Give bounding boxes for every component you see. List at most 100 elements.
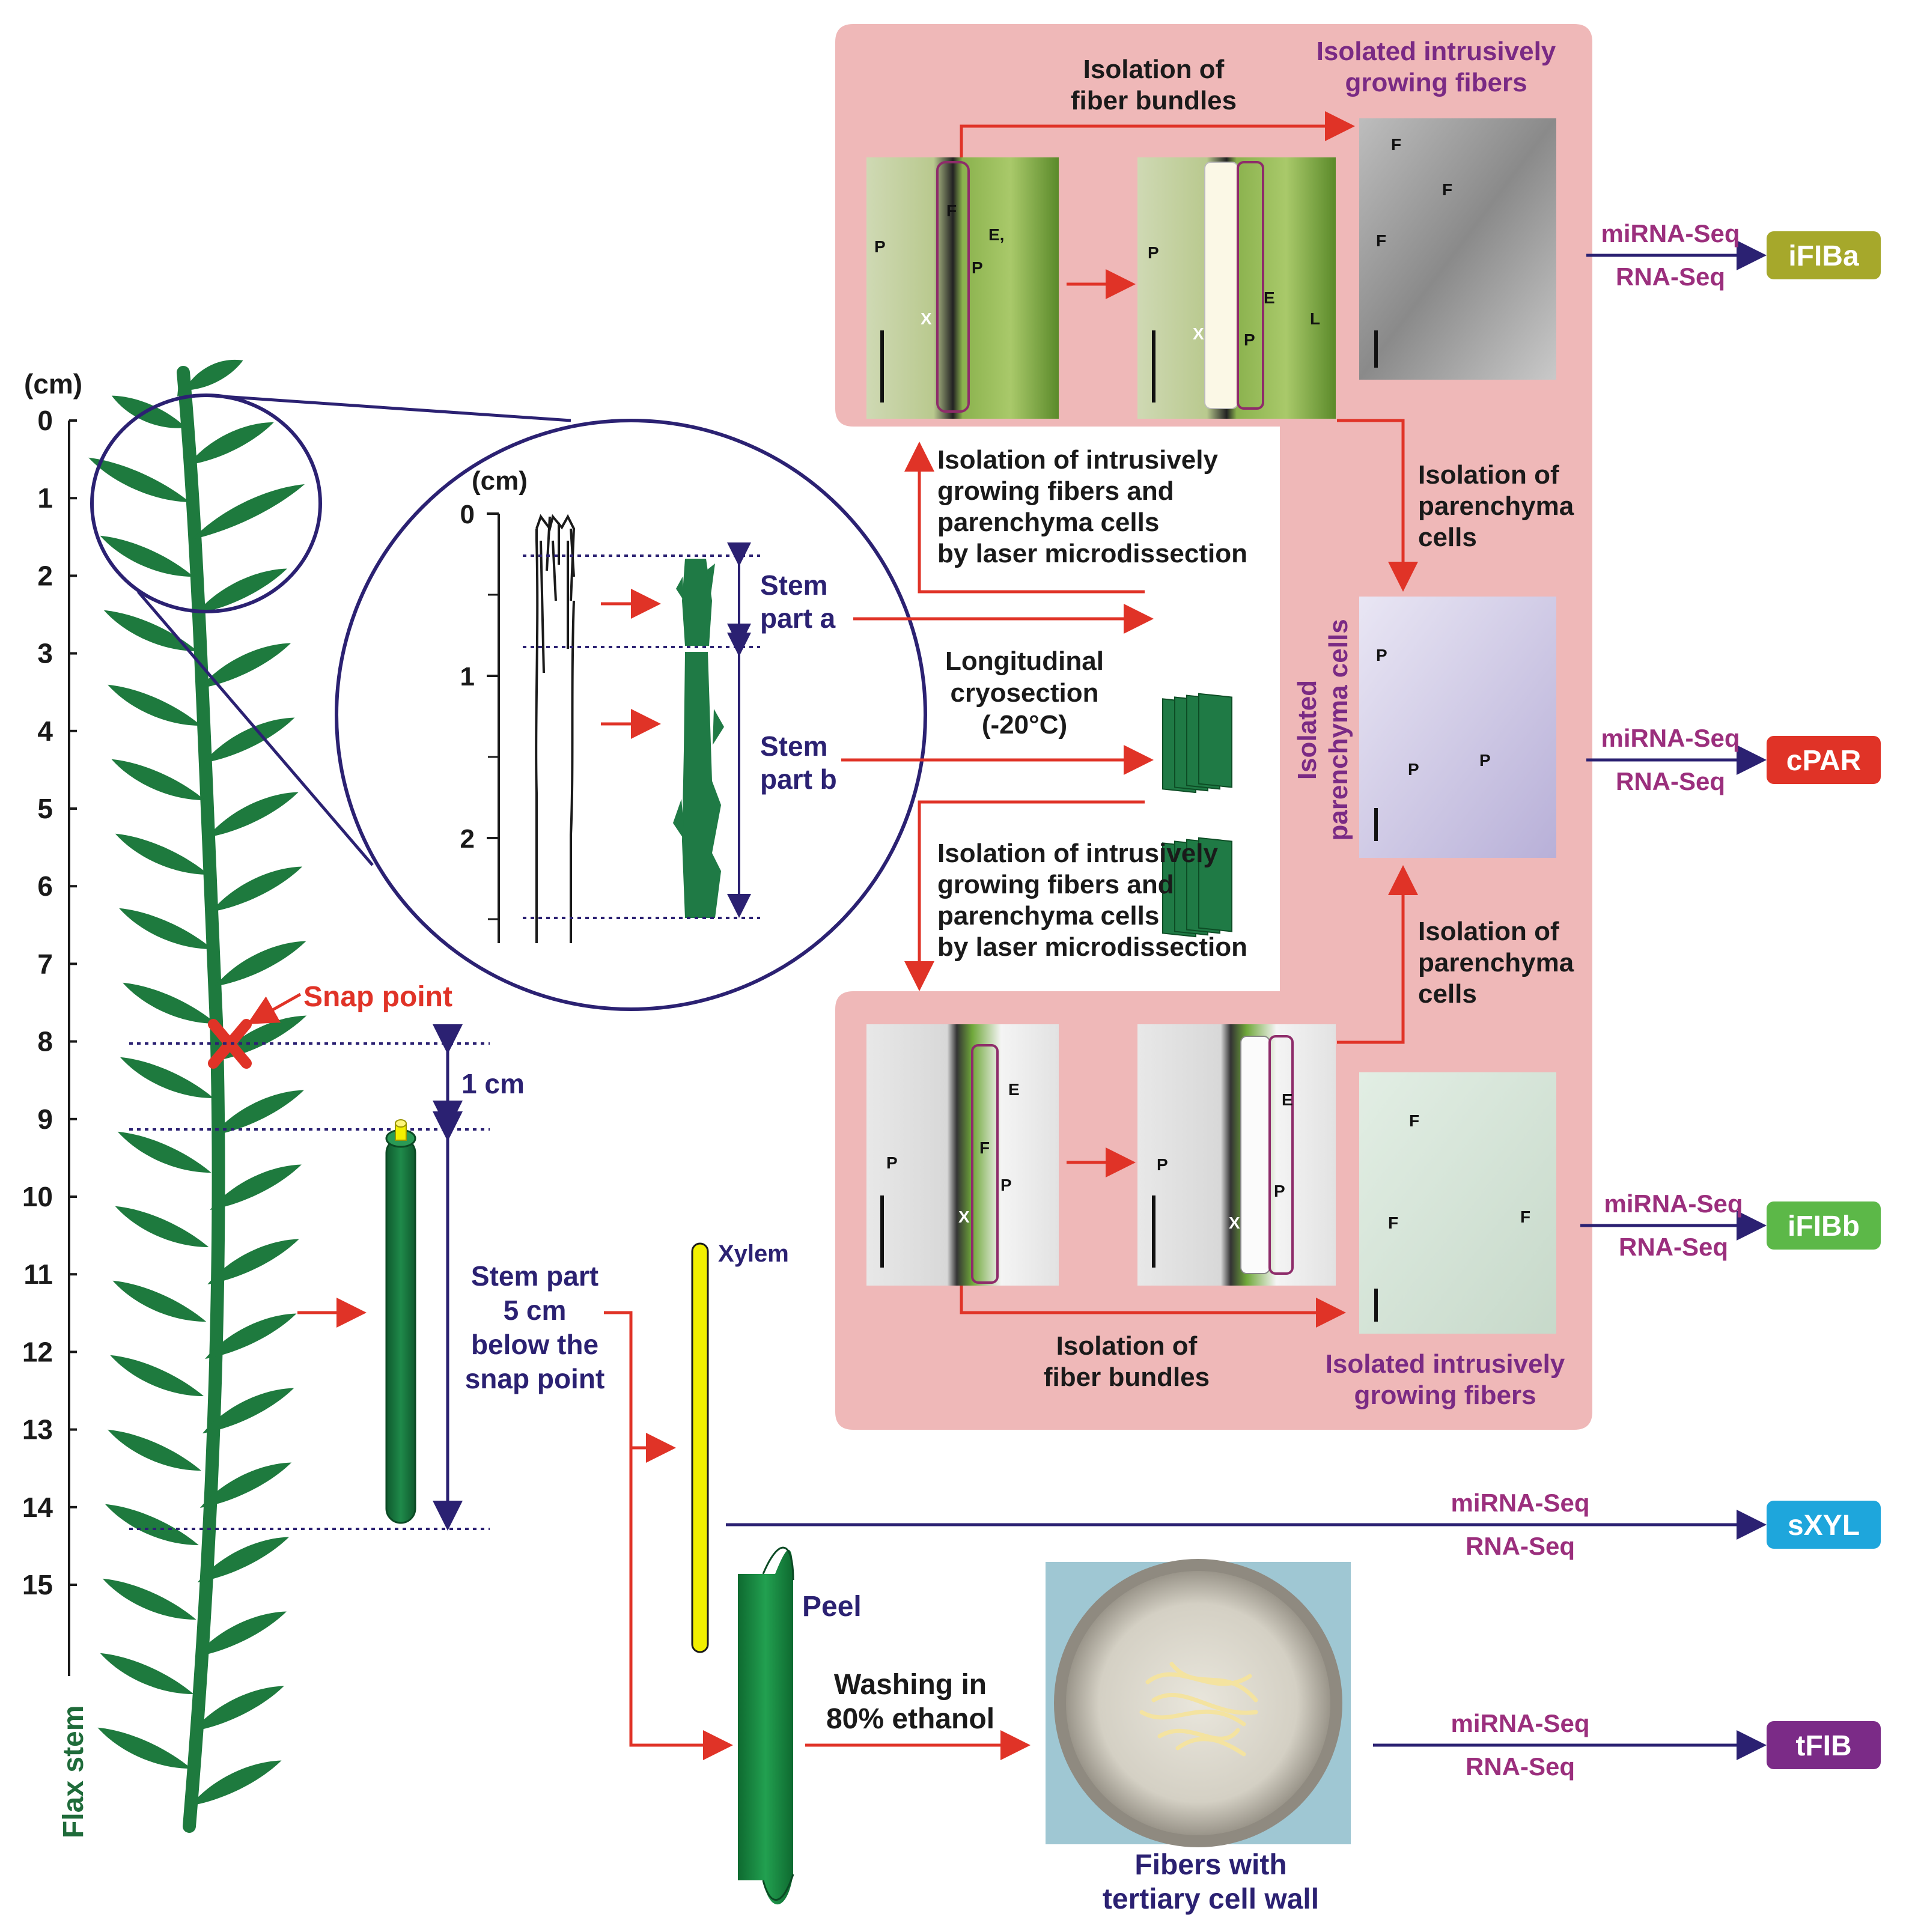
output-badge — [1767, 1501, 1881, 1549]
svg-text:L: L — [1310, 309, 1320, 328]
axis-tick-label: 0 — [37, 405, 53, 436]
axis-tick-label: 9 — [37, 1104, 53, 1135]
svg-text:growing fibers and: growing fibers and — [937, 870, 1174, 899]
svg-text:growing fibers: growing fibers — [1345, 68, 1527, 97]
leaf — [117, 1131, 212, 1173]
leaf — [88, 457, 190, 502]
svg-text:Stem part: Stem part — [471, 1260, 598, 1292]
svg-text:parenchyma cells: parenchyma cells — [937, 508, 1159, 537]
leaf — [210, 1164, 302, 1210]
isolated-fibers-bottom-label: Isolated intrusively — [1326, 1349, 1565, 1379]
svg-text:P: P — [874, 237, 886, 256]
svg-text:F: F — [1391, 135, 1401, 154]
svg-text:growing fibers and: growing fibers and — [937, 476, 1174, 506]
output-badge-label: cPAR — [1786, 745, 1861, 777]
leaf — [192, 484, 305, 539]
svg-text:F: F — [1376, 231, 1386, 250]
leaf — [192, 1686, 284, 1731]
leaf — [100, 1653, 194, 1695]
fibers-tertiary-label: Fibers with — [1134, 1849, 1286, 1881]
leaf — [197, 1537, 290, 1582]
svg-text:P: P — [1274, 1182, 1285, 1200]
axis-tick-label: 3 — [37, 638, 53, 669]
output-badge-label: sXYL — [1788, 1510, 1860, 1542]
leaf — [195, 1611, 287, 1657]
micrograph-a2 — [1137, 157, 1336, 419]
svg-text:fiber bundles: fiber bundles — [1071, 86, 1237, 115]
leaf — [110, 1355, 204, 1397]
leaf — [203, 717, 295, 763]
svg-text:X: X — [958, 1208, 970, 1226]
axis-tick-label: 11 — [23, 1259, 53, 1290]
axis-tick-label: 7 — [37, 948, 53, 979]
output-badge-label: iFIBb — [1788, 1211, 1860, 1242]
leaf — [119, 908, 213, 950]
axis-tick-label: 8 — [37, 1026, 53, 1057]
leaf — [190, 1760, 282, 1806]
svg-text:(-20°C): (-20°C) — [982, 710, 1067, 740]
axis-tick-label: 13 — [22, 1414, 53, 1445]
isolated-parenchyma-label: Isolatedparenchyma cells — [1292, 619, 1353, 840]
svg-text:5 cm: 5 cm — [504, 1295, 567, 1326]
laser-microdissection-bottom-label: Isolation of intrusively growing fibers … — [937, 839, 1247, 962]
output-badge — [1767, 231, 1881, 279]
svg-text:below the: below the — [471, 1329, 598, 1360]
axis-tick-label: 5 — [37, 793, 53, 824]
svg-text:snap point: snap point — [465, 1363, 605, 1394]
leaf — [115, 833, 209, 875]
svg-text:E: E — [1282, 1090, 1293, 1109]
svg-text:F: F — [1520, 1208, 1530, 1226]
svg-text:Isolation of intrusively: Isolation of intrusively — [937, 839, 1218, 868]
svg-text:tertiary cell wall: tertiary cell wall — [1103, 1883, 1319, 1915]
axis-tick-label: 14 — [22, 1492, 53, 1523]
axis-tick-label: 15 — [22, 1569, 53, 1600]
xylem-label: Xylem — [718, 1241, 789, 1267]
axis-tick-label: 12 — [22, 1336, 53, 1367]
svg-text:F: F — [979, 1138, 990, 1157]
svg-text:F: F — [1388, 1214, 1398, 1232]
axis-tick-label: 1 — [37, 482, 53, 514]
leaf — [102, 1578, 196, 1620]
svg-text:F: F — [1409, 1111, 1419, 1130]
leaf — [212, 1090, 305, 1135]
svg-text:X: X — [1229, 1214, 1240, 1232]
isolation-parenchyma-top-label: Isolation of parenchyma cells — [1418, 460, 1574, 552]
leaf — [108, 684, 201, 726]
mirna-seq-label: miRNA-Seq — [1601, 219, 1740, 248]
svg-text:E,: E, — [988, 225, 1004, 244]
output-badge — [1767, 1721, 1881, 1769]
axis-title: Flax stem — [58, 1706, 90, 1838]
leaf — [97, 1727, 192, 1769]
rna-seq-label: RNA-Seq — [1616, 263, 1725, 291]
xylem-rod — [691, 1242, 709, 1653]
output-badge-label: tFIB — [1795, 1730, 1851, 1762]
svg-text:X: X — [921, 309, 932, 328]
isolation-fiber-bundles-bottom: Isolation of — [1056, 1331, 1198, 1361]
rna-seq-label: RNA-Seq — [1466, 1532, 1575, 1560]
mirna-seq-label: miRNA-Seq — [1451, 1709, 1589, 1737]
micrograph-a1 — [866, 157, 1059, 419]
inset-unit-label: (cm) — [472, 466, 528, 496]
leaf — [207, 1239, 299, 1284]
isolation-parenchyma-bottom-label: Isolation of parenchyma cells — [1418, 917, 1574, 1009]
axis-tick-label: 6 — [37, 870, 53, 902]
snap-point-marker — [208, 1019, 252, 1069]
isolated-fibers-top-label: Isolated intrusively — [1317, 37, 1556, 66]
one-cm-label: 1 cm — [461, 1068, 525, 1099]
svg-text:part b: part b — [760, 764, 837, 795]
leaf — [123, 982, 216, 1024]
mirna-seq-label: miRNA-Seq — [1451, 1489, 1589, 1517]
leaf — [210, 866, 303, 912]
svg-text:part a: part a — [760, 603, 836, 634]
svg-text:P: P — [1244, 330, 1255, 349]
output-badge-label: iFIBa — [1788, 240, 1859, 272]
zoom-circle — [335, 419, 927, 1011]
svg-text:P: P — [886, 1153, 898, 1172]
leaf — [215, 941, 306, 986]
snap-point-label: Snap point — [303, 981, 452, 1013]
laser-microdissection-top-label: Isolation of intrusively growing fibers … — [937, 445, 1247, 568]
cryosection-stack-a — [1162, 693, 1232, 794]
